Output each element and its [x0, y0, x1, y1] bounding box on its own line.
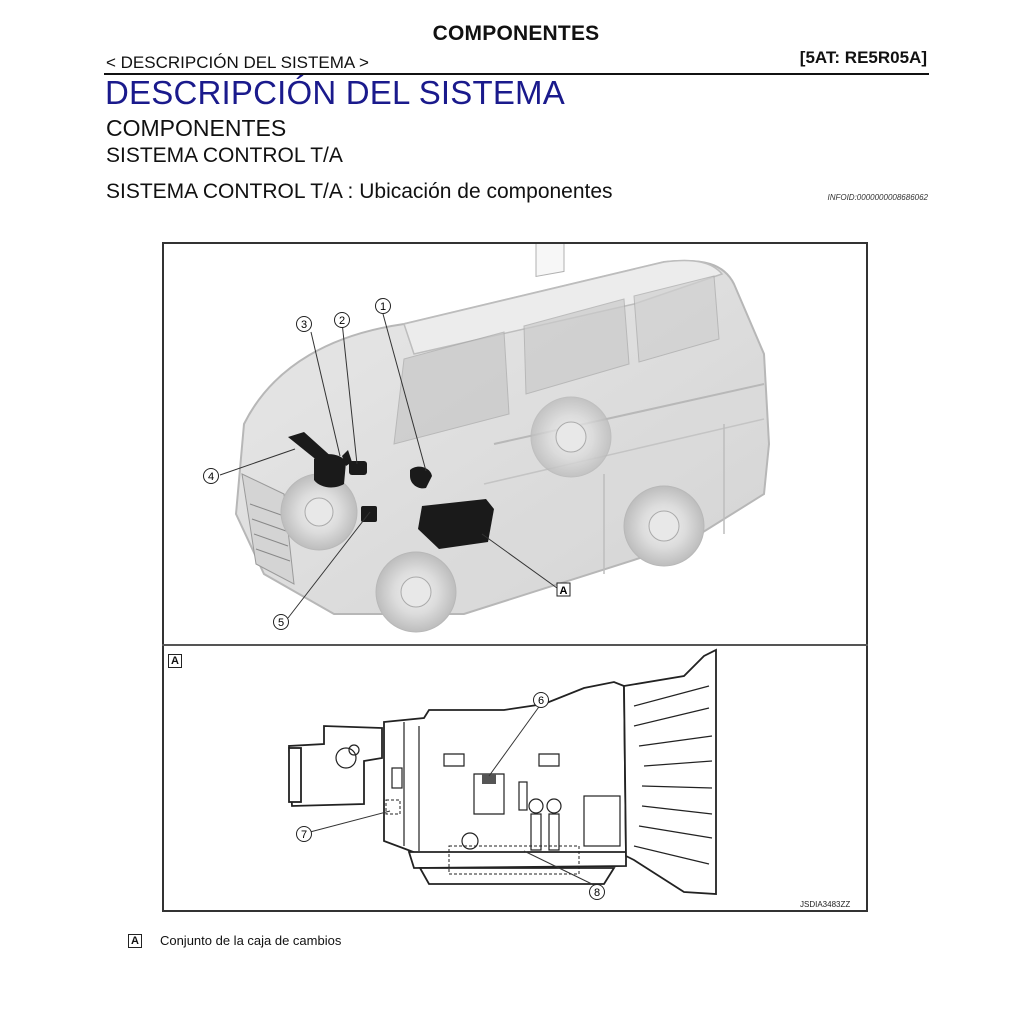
- callout-2: 2: [334, 312, 350, 328]
- transmission-illustration: 6 7 8: [288, 648, 717, 900]
- callout-7: 7: [296, 826, 312, 842]
- svg-text:2: 2: [339, 315, 345, 327]
- breadcrumb: < DESCRIPCIÓN DEL SISTEMA >: [106, 53, 369, 72]
- legend: A Conjunto de la caja de cambios: [128, 933, 341, 948]
- van-illustration: 1 2 3 4 5 A: [203, 244, 771, 633]
- svg-text:8: 8: [594, 887, 600, 899]
- page-title: COMPONENTES: [432, 22, 600, 45]
- svg-text:3: 3: [301, 319, 307, 331]
- subsection-title-system: SISTEMA CONTROL T/A: [106, 144, 343, 167]
- callout-6: 6: [533, 692, 549, 708]
- svg-text:7: 7: [301, 829, 307, 841]
- legend-label: Conjunto de la caja de cambios: [159, 933, 342, 948]
- topic-title: SISTEMA CONTROL T/A : Ubicación de compo…: [106, 180, 613, 203]
- info-id: INFOID:0000000008686062: [827, 193, 928, 202]
- callout-1: 1: [375, 298, 391, 314]
- callout-3: 3: [296, 316, 312, 332]
- header-divider: [104, 73, 929, 75]
- svg-text:5: 5: [278, 617, 284, 629]
- svg-text:1: 1: [380, 301, 386, 313]
- callout-a: A: [556, 582, 571, 597]
- section-title: DESCRIPCIÓN DEL SISTEMA: [105, 74, 565, 111]
- svg-text:A: A: [560, 585, 568, 597]
- figure-id: JSDIA3483ZZ: [800, 900, 851, 909]
- callout-markers-lower: 6 7 8: [296, 692, 605, 900]
- subsection-title: COMPONENTES: [106, 115, 287, 141]
- callout-5: 5: [273, 614, 289, 630]
- callout-8: 8: [589, 884, 605, 900]
- model-code: [5AT: RE5R05A]: [799, 48, 927, 67]
- legend-key: A: [128, 933, 142, 948]
- callout-markers: 1 2 3 4 5 A: [203, 298, 571, 630]
- component-parts: [288, 432, 494, 549]
- svg-text:4: 4: [208, 471, 214, 483]
- callout-4: 4: [203, 468, 219, 484]
- figure-divider: [162, 644, 868, 646]
- svg-text:6: 6: [538, 695, 544, 707]
- panel-label-a: A: [168, 651, 182, 669]
